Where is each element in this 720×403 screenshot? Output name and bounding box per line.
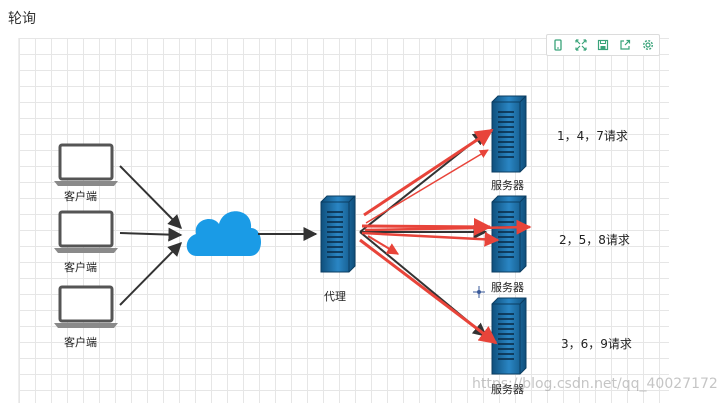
server-icon — [491, 95, 527, 173]
client-to-cloud-arrow — [119, 227, 183, 242]
fullscreen-icon[interactable] — [573, 37, 589, 53]
client-to-cloud-arrow — [119, 242, 182, 306]
server-icon — [491, 297, 527, 375]
request-distribution-arrows — [359, 128, 532, 345]
proxy-label: 代理 — [324, 290, 346, 303]
client-laptop-icon — [52, 285, 120, 330]
diagram-toolbar — [546, 34, 660, 56]
server-label: 服务器 — [491, 383, 524, 396]
server-requests-label: 3，6，9请求 — [561, 337, 632, 351]
server-label: 服务器 — [491, 179, 524, 192]
client-laptop-icon — [52, 143, 120, 188]
server-requests-label: 1，4，7请求 — [557, 129, 628, 143]
gear-icon[interactable] — [640, 37, 656, 53]
mobile-icon[interactable] — [550, 37, 566, 53]
proxy-server-icon — [320, 195, 356, 273]
move-cursor-icon — [473, 286, 485, 298]
save-icon[interactable] — [595, 37, 611, 53]
server-requests-label: 2，5，8请求 — [559, 233, 630, 247]
client-laptop-icon — [52, 210, 120, 255]
client-label: 客户端 — [64, 190, 97, 203]
client-to-cloud-arrow — [119, 165, 182, 229]
client-label: 客户端 — [64, 261, 97, 274]
client-label: 客户端 — [64, 336, 97, 349]
export-icon[interactable] — [617, 37, 633, 53]
page-title: 轮询 — [8, 11, 36, 27]
watermark: https://blog.csdn.net/qq_40027172 — [472, 376, 718, 392]
server-label: 服务器 — [491, 281, 524, 294]
internet-cloud-icon — [186, 211, 261, 256]
server-icon — [491, 195, 527, 273]
